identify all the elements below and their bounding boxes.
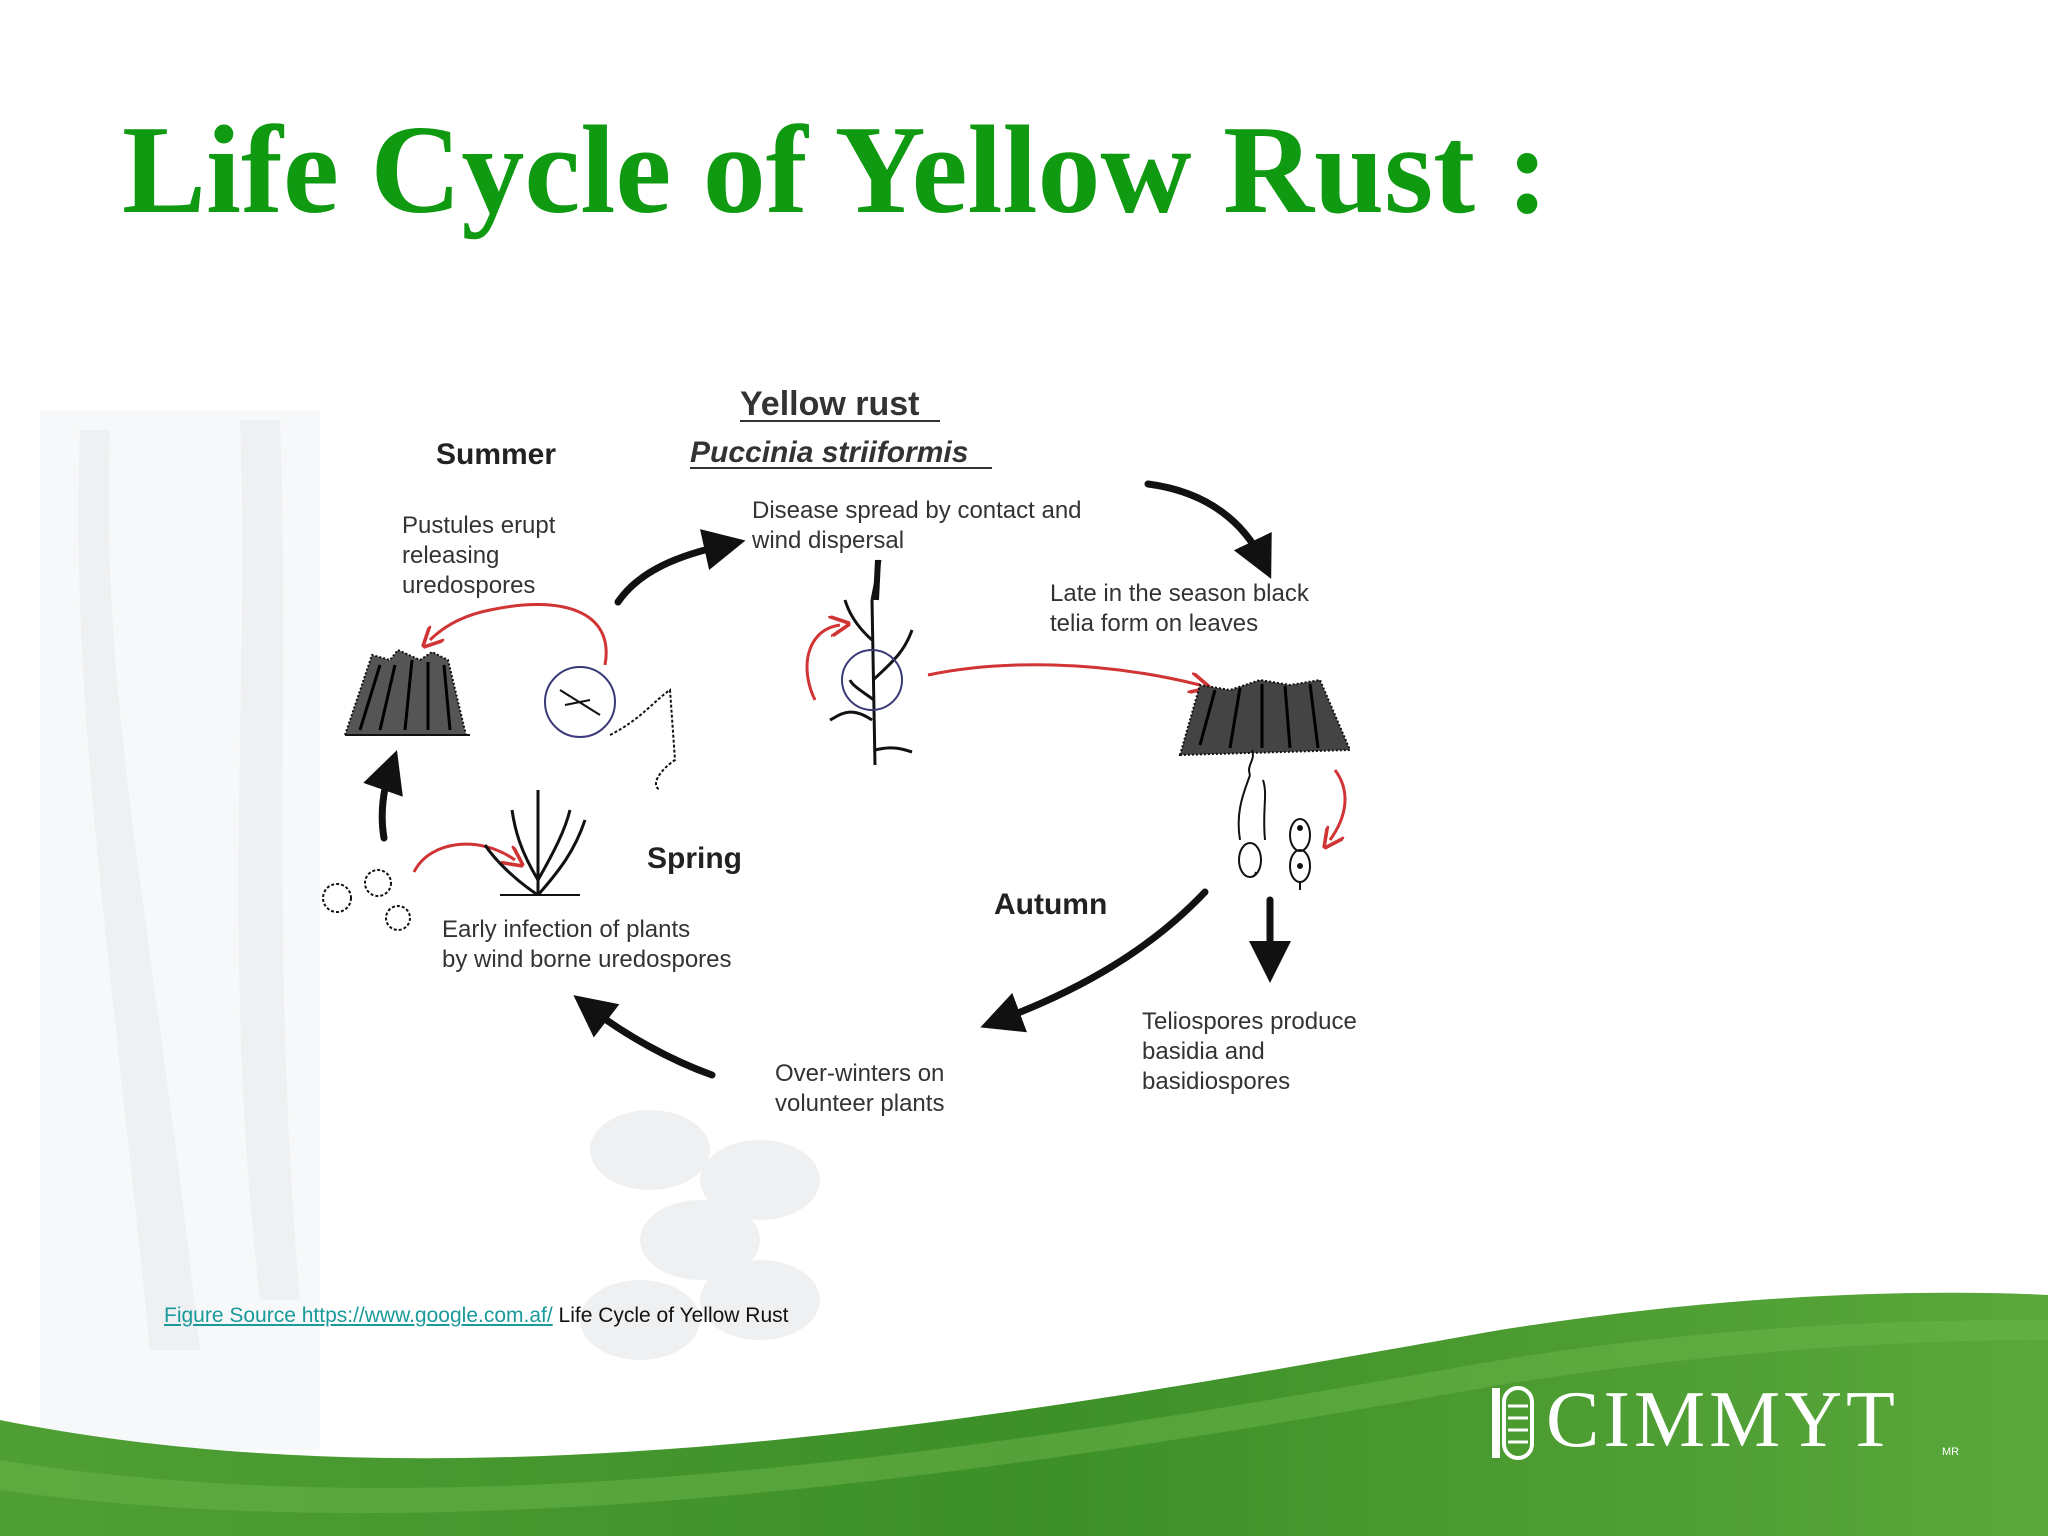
season-spring: Spring bbox=[647, 842, 742, 875]
red-arrow-spores bbox=[412, 842, 515, 873]
logo-mark-suffix: MR bbox=[1942, 1446, 1960, 1458]
svg-text:basidia and: basidia and bbox=[1142, 1038, 1265, 1065]
svg-text:Disease spread by contact and: Disease spread by contact and bbox=[752, 497, 1082, 524]
arrow-overwinter-to-spring bbox=[573, 995, 716, 1079]
footer-wave bbox=[0, 1292, 2048, 1536]
stage-overwinter-label: Over-winters on volunteer plants bbox=[775, 1060, 944, 1117]
figure-source-caption: Life Cycle of Yellow Rust bbox=[552, 1304, 789, 1327]
magnified-leaf-illustration bbox=[544, 666, 677, 791]
red-arrow-telia-down bbox=[1330, 769, 1347, 840]
arrow-spread-to-telia bbox=[1144, 480, 1272, 579]
stage-pustules-label: Pustules erupt releasing uredospores bbox=[402, 512, 556, 599]
uredospore-illustration bbox=[322, 869, 411, 931]
slide-title: Life Cycle of Yellow Rust : bbox=[122, 101, 1549, 240]
svg-text:Late in the season black: Late in the season black bbox=[1050, 580, 1310, 607]
svg-text:uredospores: uredospores bbox=[402, 572, 535, 599]
wheat-logo-icon bbox=[1492, 1386, 1534, 1460]
footer-wave-highlight bbox=[0, 1320, 2048, 1514]
svg-text:basidiospores: basidiospores bbox=[1142, 1068, 1290, 1095]
season-autumn: Autumn bbox=[994, 888, 1107, 921]
diagram-subtitle: Puccinia striiformis bbox=[690, 436, 968, 469]
stage-teliospores-label: Teliospores produce basidia and basidios… bbox=[1142, 1008, 1357, 1095]
svg-text:volunteer plants: volunteer plants bbox=[775, 1090, 944, 1117]
svg-text:Pustules erupt: Pustules erupt bbox=[402, 512, 556, 539]
red-arrow-pustules bbox=[430, 603, 608, 666]
figure-source-line: Figure Source https://www.google.com.af/… bbox=[164, 1304, 788, 1328]
svg-text:Over-winters on: Over-winters on bbox=[775, 1060, 944, 1087]
logo-wordmark: CIMMYT bbox=[1546, 1376, 1899, 1464]
stage-spread-label: Disease spread by contact and wind dispe… bbox=[751, 497, 1082, 554]
spring-seedling-illustration bbox=[483, 790, 587, 897]
arrow-autumn-to-overwinter bbox=[980, 888, 1209, 1033]
svg-text:releasing: releasing bbox=[402, 542, 499, 569]
diagram-title: Yellow rust bbox=[740, 385, 920, 423]
watermark-decoration bbox=[40, 410, 820, 1450]
svg-text:wind dispersal: wind dispersal bbox=[751, 527, 904, 554]
stage-early-infection-label: Early infection of plants by wind borne … bbox=[442, 916, 732, 973]
telia-leaf-illustration bbox=[1178, 678, 1352, 757]
teliospore-illustration bbox=[1237, 749, 1311, 890]
svg-text:telia form on leaves: telia form on leaves bbox=[1050, 610, 1258, 637]
red-arrow-to-telia bbox=[927, 663, 1200, 685]
svg-text:Teliospores produce: Teliospores produce bbox=[1142, 1008, 1357, 1035]
red-arrow-leaf bbox=[805, 625, 840, 701]
arrow-spring-to-summer bbox=[363, 750, 403, 842]
svg-text:by wind borne uredospores: by wind borne uredospores bbox=[442, 946, 732, 973]
season-summer: Summer bbox=[436, 438, 556, 471]
arrow-summer-to-spread bbox=[614, 529, 746, 606]
stage-telia-label: Late in the season black telia form on l… bbox=[1050, 580, 1310, 637]
wheat-plant-illustration bbox=[829, 559, 914, 766]
figure-source-link[interactable]: Figure Source https://www.google.com.af/ bbox=[164, 1304, 553, 1327]
svg-text:Early infection of plants: Early infection of plants bbox=[442, 916, 690, 943]
pustule-leaf-illustration bbox=[343, 648, 470, 736]
